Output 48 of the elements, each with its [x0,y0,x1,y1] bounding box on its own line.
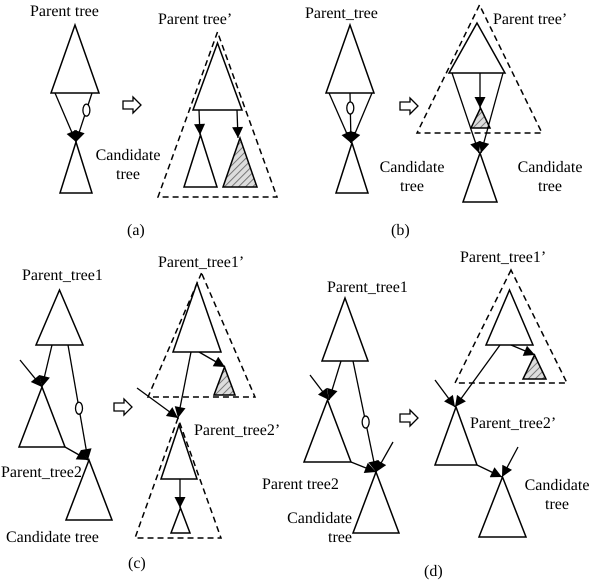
arrow [198,351,226,368]
tree-label: Parent_tree2’ [194,421,280,440]
arrow [67,344,92,460]
arrow [476,464,502,478]
tree-label: Parent_tree1 [22,266,103,285]
arrow [510,344,536,356]
arrow [434,380,456,408]
tree-label: Parent_tree1’ [158,253,244,272]
panel-caption: (b) [391,222,410,240]
tree-label: Candidate tree [286,509,352,547]
panel-caption: (d) [424,563,443,581]
arrow [345,92,356,144]
arrow [326,360,342,400]
tree-label: Parent tree [30,2,99,21]
arrow [232,110,244,138]
arrow [39,344,53,388]
arrow [20,360,42,388]
arrow [352,360,380,472]
tree-label: Parent tree2 [262,475,339,494]
tree-label: Candidate tree [94,146,162,184]
arrow [174,479,186,508]
tree-label: Candidate tree [524,476,590,514]
arrow [194,110,206,136]
tree-label: Parent_tree1 [327,278,408,297]
panel-caption: (a) [127,222,145,240]
arrow [375,442,394,472]
arrow [350,92,373,144]
tree-label: Parent_tree2 [1,463,82,482]
arrow [74,92,93,142]
arrow [64,446,88,461]
arrow [309,374,330,400]
tree-label: Candidate tree [6,528,99,547]
arrow [328,92,352,144]
panel-caption: (c) [128,555,146,573]
tree-label: Parent_tree2’ [470,414,556,433]
tree-label: Parent_tree [305,4,378,23]
arrow [501,446,519,478]
arrow [54,92,77,142]
tree-label: Parent tree’ [493,10,568,29]
tree-label: Candidate tree [378,158,446,196]
tree-label: Parent_tree1’ [460,248,546,267]
tree-label: Parent tree’ [158,10,232,29]
arrow [350,461,376,474]
arrow [174,352,192,418]
arrow [136,387,178,419]
arrow [454,344,501,408]
tree-label: Candidate tree [516,158,584,196]
arrow [474,73,486,108]
